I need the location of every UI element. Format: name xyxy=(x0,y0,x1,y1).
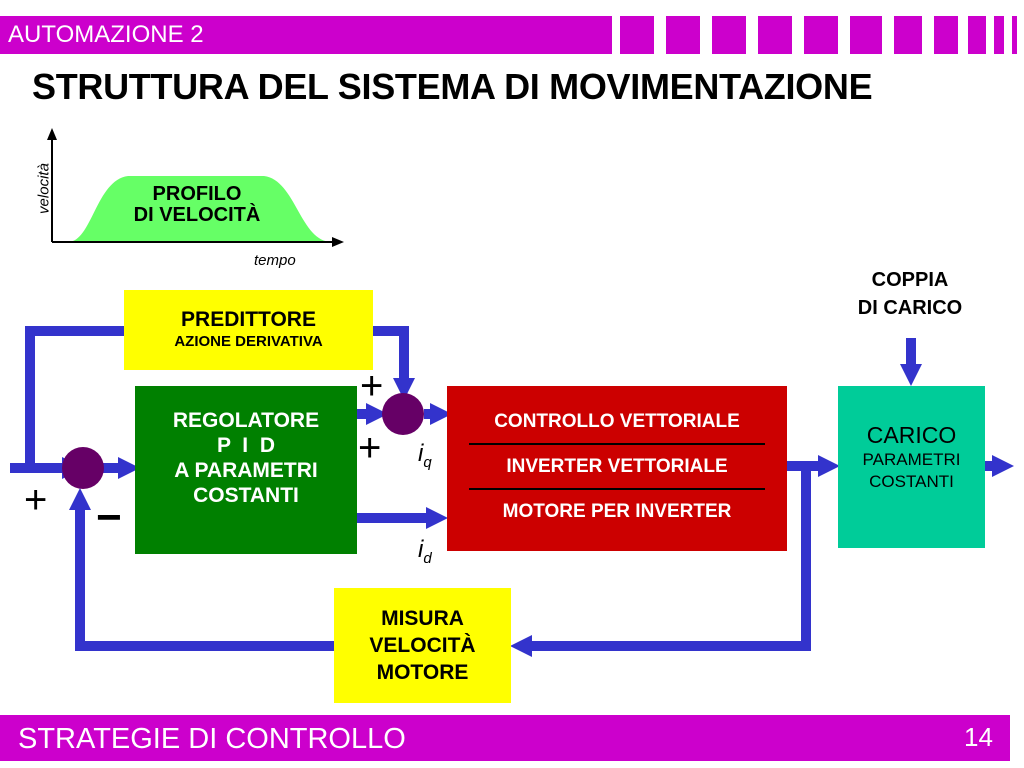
measure-line-3: MOTORE xyxy=(376,661,469,684)
controller-line-3: MOTORE PER INVERTER xyxy=(502,501,732,522)
header-decoration xyxy=(712,16,746,54)
velocity-axis-arrow xyxy=(47,128,57,140)
input-to-predictor-line xyxy=(25,326,124,468)
feedback-to-measure-arrow xyxy=(510,466,811,657)
pid-regulator-block: REGOLATORE P I D A PARAMETRI COSTANTI xyxy=(135,386,357,554)
predictor-title: PREDITTORE xyxy=(181,308,316,331)
header-decoration xyxy=(850,16,882,54)
plus-sign-left: + xyxy=(24,478,48,522)
predictor-block: PREDITTORE AZIONE DERIVATIVA xyxy=(124,290,373,370)
measure-to-summer-arrow xyxy=(69,488,334,651)
time-axis-label: tempo xyxy=(254,252,296,269)
summing-node-error xyxy=(62,447,104,489)
load-line-3: COSTANTI xyxy=(869,472,954,491)
iq-main: i xyxy=(418,440,424,467)
header-decoration xyxy=(994,16,1004,54)
plus-sign-middle: + xyxy=(358,426,382,470)
header-decoration xyxy=(934,16,958,54)
header-decoration xyxy=(620,16,654,54)
header-decoration xyxy=(666,16,700,54)
header-decoration xyxy=(968,16,986,54)
vector-control-block: CONTROLLO VETTORIALE INVERTER VETTORIALE… xyxy=(447,386,787,551)
summing-node-feedforward xyxy=(382,393,424,435)
separator xyxy=(469,443,765,445)
predictor-subtitle: AZIONE DERIVATIVA xyxy=(174,333,323,350)
footer-bar xyxy=(0,715,1010,761)
header-decoration xyxy=(758,16,792,54)
profile-label: PROFILO DI VELOCITÀ xyxy=(108,184,286,226)
minus-sign: − xyxy=(96,493,122,542)
page-title: STRUTTURA DEL SISTEMA DI MOVIMENTAZIONE xyxy=(32,66,873,107)
load-torque-line-2: DI CARICO xyxy=(857,297,963,319)
section-label: AUTOMAZIONE 2 xyxy=(8,21,204,48)
header-decoration xyxy=(1012,16,1017,54)
header-decoration xyxy=(804,16,838,54)
controller-line-1: CONTROLLO VETTORIALE xyxy=(494,411,740,432)
velocity-profile-chart xyxy=(47,128,344,247)
load-title: CARICO xyxy=(866,422,957,448)
plus-sign-top: + xyxy=(360,364,384,408)
id-label: id xyxy=(418,536,432,567)
load-line-2: PARAMETRI xyxy=(862,450,961,469)
time-axis-arrow xyxy=(332,237,344,247)
speed-measure-block: MISURA VELOCITÀ MOTORE xyxy=(334,588,511,703)
profile-line-1: PROFILO xyxy=(152,183,242,205)
measure-line-1: MISURA xyxy=(381,607,464,630)
iq-subscript: q xyxy=(423,453,432,471)
load-torque-label: COPPIA DI CARICO xyxy=(830,266,990,322)
velocity-axis-label: velocità xyxy=(35,163,53,214)
iq-label: iq xyxy=(418,440,432,471)
header-bar xyxy=(0,16,612,54)
load-block: CARICO PARAMETRI COSTANTI xyxy=(838,386,985,548)
separator xyxy=(469,488,765,490)
velocity-profile-shape xyxy=(68,176,332,242)
controller-line-2: INVERTER VETTORIALE xyxy=(506,456,728,477)
header-decoration xyxy=(894,16,922,54)
pid-line-4: COSTANTI xyxy=(193,484,299,507)
page-number: 14 xyxy=(964,722,993,752)
load-torque-line-1: COPPIA xyxy=(871,269,949,291)
pid-line-1: REGOLATORE xyxy=(172,409,320,432)
pid-line-2: P I D xyxy=(217,434,275,457)
measure-line-2: VELOCITÀ xyxy=(369,634,476,657)
pid-line-3: A PARAMETRI xyxy=(174,459,318,482)
id-main: i xyxy=(418,536,424,563)
id-subscript: d xyxy=(423,549,432,567)
predictor-to-summer-arrow xyxy=(373,326,415,400)
profile-line-2: DI VELOCITÀ xyxy=(133,204,261,226)
footer-label: STRATEGIE DI CONTROLLO xyxy=(18,723,406,755)
